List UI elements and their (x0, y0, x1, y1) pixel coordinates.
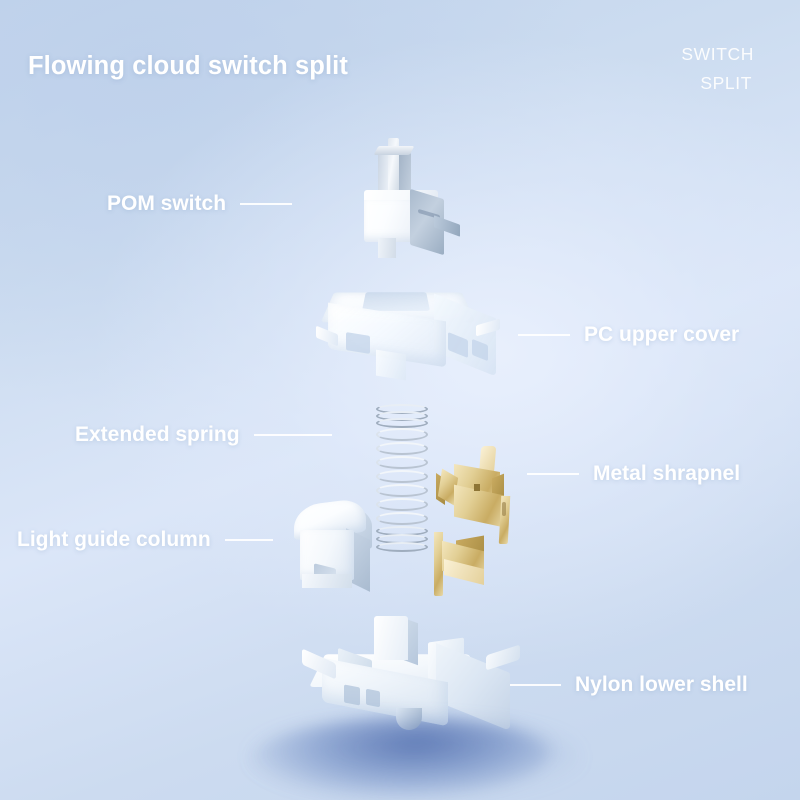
shrapnel-upper-pin-hole (502, 502, 506, 516)
part-pom-switch (352, 138, 462, 258)
corner-tag-line1: SWITCH (681, 44, 754, 64)
callout-pom-switch: POM switch (107, 192, 293, 216)
callout-extended-spring: Extended spring (75, 423, 332, 447)
leader-line-light-guide-column (224, 539, 273, 541)
callout-label-pc-upper-cover: PC upper cover (584, 323, 740, 346)
leader-line-nylon-lower-shell (505, 684, 561, 686)
floor-shadow (250, 724, 580, 794)
lower-shell-slot-left (344, 684, 360, 706)
callout-label-extended-spring: Extended spring (75, 423, 240, 446)
spring-coil (376, 512, 428, 525)
callout-label-nylon-lower-shell: Nylon lower shell (575, 673, 748, 696)
lower-shell-center-pin (396, 708, 422, 730)
cover-stem-opening (361, 292, 431, 311)
spring-coil (376, 498, 428, 511)
stem-leg (378, 238, 396, 258)
lower-shell-slot-right (366, 688, 380, 708)
callout-metal-shrapnel: Metal shrapnel (527, 462, 740, 486)
shrapnel-lower-pin (434, 532, 443, 596)
leader-line-pc-upper-cover (518, 334, 570, 336)
part-nylon-lower-shell (234, 612, 562, 800)
lower-shell-rim-right (486, 644, 520, 671)
cover-foot (376, 349, 406, 381)
leader-line-pom-switch (240, 203, 293, 205)
part-light-guide-column (288, 497, 384, 600)
spring-coil (376, 456, 428, 469)
part-metal-shrapnel (428, 446, 546, 612)
leader-line-metal-shrapnel (527, 473, 579, 475)
corner-tag: SWITCH SPLIT (681, 40, 754, 98)
stem-cross-vertical (388, 138, 399, 194)
spring-coil (376, 428, 428, 441)
page-title: Flowing cloud switch split (28, 52, 348, 80)
spring-coil (376, 418, 428, 428)
lower-shell-center-wall (374, 616, 408, 660)
callout-light-guide-column: Light guide column (17, 528, 273, 552)
leader-line-extended-spring (253, 434, 332, 436)
callout-label-light-guide-column: Light guide column (17, 528, 211, 551)
part-pc-upper-cover (312, 282, 502, 390)
callout-pc-upper-cover: PC upper cover (518, 323, 739, 347)
shrapnel-contact-point (474, 484, 480, 491)
light-guide-foot (302, 574, 352, 588)
spring-coil (376, 442, 428, 455)
spring-coil (376, 484, 428, 497)
corner-tag-line2: SPLIT (700, 73, 752, 93)
stem-cross-horizontal (373, 146, 415, 155)
callout-label-metal-shrapnel: Metal shrapnel (593, 462, 741, 485)
cover-notch-left (346, 332, 370, 354)
callout-label-pom-switch: POM switch (107, 192, 227, 215)
part-extended-spring (374, 404, 432, 560)
spring-coil (376, 470, 428, 483)
callout-nylon-lower-shell: Nylon lower shell (505, 673, 748, 697)
spring-coil (376, 542, 428, 552)
